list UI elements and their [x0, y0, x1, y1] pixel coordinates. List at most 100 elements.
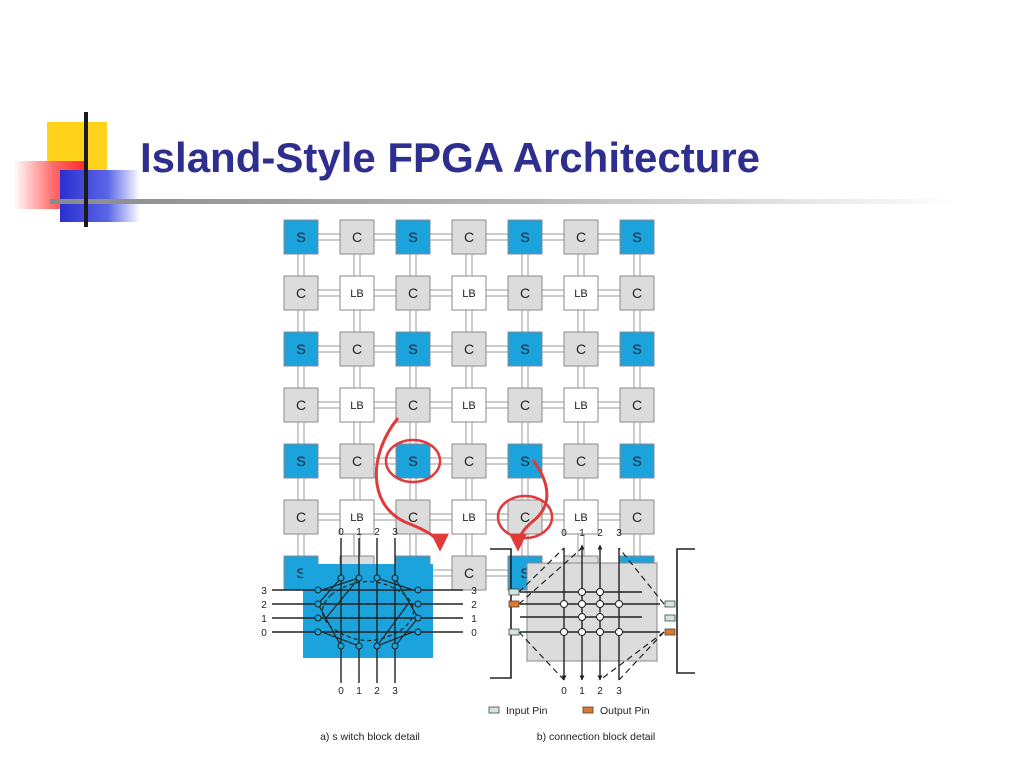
connection-block-label: C [464, 229, 474, 245]
connection-block: C [451, 443, 487, 479]
connection-bottom-labels: 0 1 2 3 [561, 686, 622, 697]
connection-block: C [507, 275, 543, 311]
switch-bottom-label: 1 [356, 686, 362, 697]
logic-block-label: LB [350, 512, 363, 524]
connection-block: C [619, 499, 655, 535]
connection-block: C [339, 443, 375, 479]
input-pin [508, 588, 520, 596]
switch-block-box [395, 443, 431, 479]
connection-block: C [619, 387, 655, 423]
connection-block-box [283, 499, 319, 535]
connection-block-label: C [352, 341, 362, 357]
connection-block-box [395, 387, 431, 423]
switch-left-labels: 3 2 1 0 [261, 586, 267, 639]
switch-block-label: S [296, 229, 305, 245]
connection-block-label: C [296, 509, 306, 525]
switch-left-label: 3 [261, 586, 267, 597]
connection-block: C [451, 219, 487, 255]
switch-block-label: S [632, 229, 641, 245]
logic-block-label: LB [462, 512, 475, 524]
connection-block-label: C [632, 509, 642, 525]
switch-block: S [619, 219, 655, 255]
connection-top-label: 2 [597, 528, 603, 539]
pin-legend: Input Pin Output Pin [488, 705, 650, 717]
switch-block: S [619, 443, 655, 479]
logic-block-box [451, 499, 487, 535]
connection-block-label: C [296, 285, 306, 301]
connection-top-labels: 0 1 2 3 [561, 528, 622, 539]
left-bracket [490, 548, 512, 679]
switch-right-label: 3 [471, 586, 477, 597]
connection-block: C [283, 499, 319, 535]
switch-block: S [395, 219, 431, 255]
switch-block-box [619, 219, 655, 255]
logic-block: LB [451, 275, 487, 311]
connection-block-label: C [296, 397, 306, 413]
connection-block: C [395, 499, 431, 535]
switch-block-box [619, 443, 655, 479]
switch-block-label: S [632, 453, 641, 469]
connection-block-box [619, 499, 655, 535]
logic-block: LB [563, 499, 599, 535]
switch-block-label: S [296, 453, 305, 469]
connection-block-label: C [576, 453, 586, 469]
connection-block-box [507, 275, 543, 311]
connection-block-label: C [520, 285, 530, 301]
connection-pins [508, 588, 676, 636]
switch-bottom-label: 2 [374, 686, 380, 697]
switch-block-label: S [520, 341, 529, 357]
connection-block-box [451, 219, 487, 255]
logic-block-label: LB [462, 288, 475, 300]
output-pin [508, 600, 520, 608]
connection-block-box [451, 443, 487, 479]
connection-block-label: C [408, 397, 418, 413]
connection-pips [560, 588, 623, 636]
switch-block-box [619, 331, 655, 367]
switch-block: S [283, 331, 319, 367]
highlight-circle [384, 438, 442, 484]
switch-block: S [507, 219, 543, 255]
logic-block: LB [339, 387, 375, 423]
switch-block: S [507, 331, 543, 367]
switch-right-label: 0 [471, 628, 477, 639]
switch-block-label: S [520, 229, 529, 245]
input-pin-label: Input Pin [506, 705, 548, 717]
connection-block: C [619, 275, 655, 311]
switch-block-box [507, 219, 543, 255]
connection-block-box [339, 443, 375, 479]
switch-bottom-labels: 0 1 2 3 [338, 686, 398, 697]
switch-top-label: 2 [374, 527, 380, 538]
input-pin [664, 614, 676, 622]
logic-block-label: LB [350, 288, 363, 300]
connection-bottom-label: 2 [597, 686, 603, 697]
switch-bottom-label: 3 [392, 686, 398, 697]
connection-block-label: C [352, 453, 362, 469]
switch-block-label: S [520, 453, 529, 469]
switch-bottom-label: 0 [338, 686, 344, 697]
connection-block-box [507, 387, 543, 423]
connection-block-label: C [408, 509, 418, 525]
logic-block: LB [563, 387, 599, 423]
connection-block-box [395, 275, 431, 311]
connection-block-box [563, 331, 599, 367]
vertical-rule [84, 112, 88, 227]
connection-block-label: C [520, 397, 530, 413]
connection-bottom-label: 1 [579, 686, 585, 697]
switch-block-label: S [408, 453, 417, 469]
logic-block-label: LB [574, 512, 587, 524]
connection-bottom-label: 0 [561, 686, 567, 697]
logic-block-box [451, 387, 487, 423]
switch-top-label: 1 [356, 527, 362, 538]
output-pin-swatch [582, 706, 594, 714]
switch-block: S [619, 331, 655, 367]
connection-block-box [283, 387, 319, 423]
logic-block: LB [563, 275, 599, 311]
connection-top-label: 1 [579, 528, 585, 539]
logic-block-box [563, 275, 599, 311]
connection-dashed-links [518, 547, 665, 681]
switch-block-label: S [632, 341, 641, 357]
connection-block-label: C [576, 229, 586, 245]
switch-left-label: 0 [261, 628, 267, 639]
logic-block-box [563, 499, 599, 535]
